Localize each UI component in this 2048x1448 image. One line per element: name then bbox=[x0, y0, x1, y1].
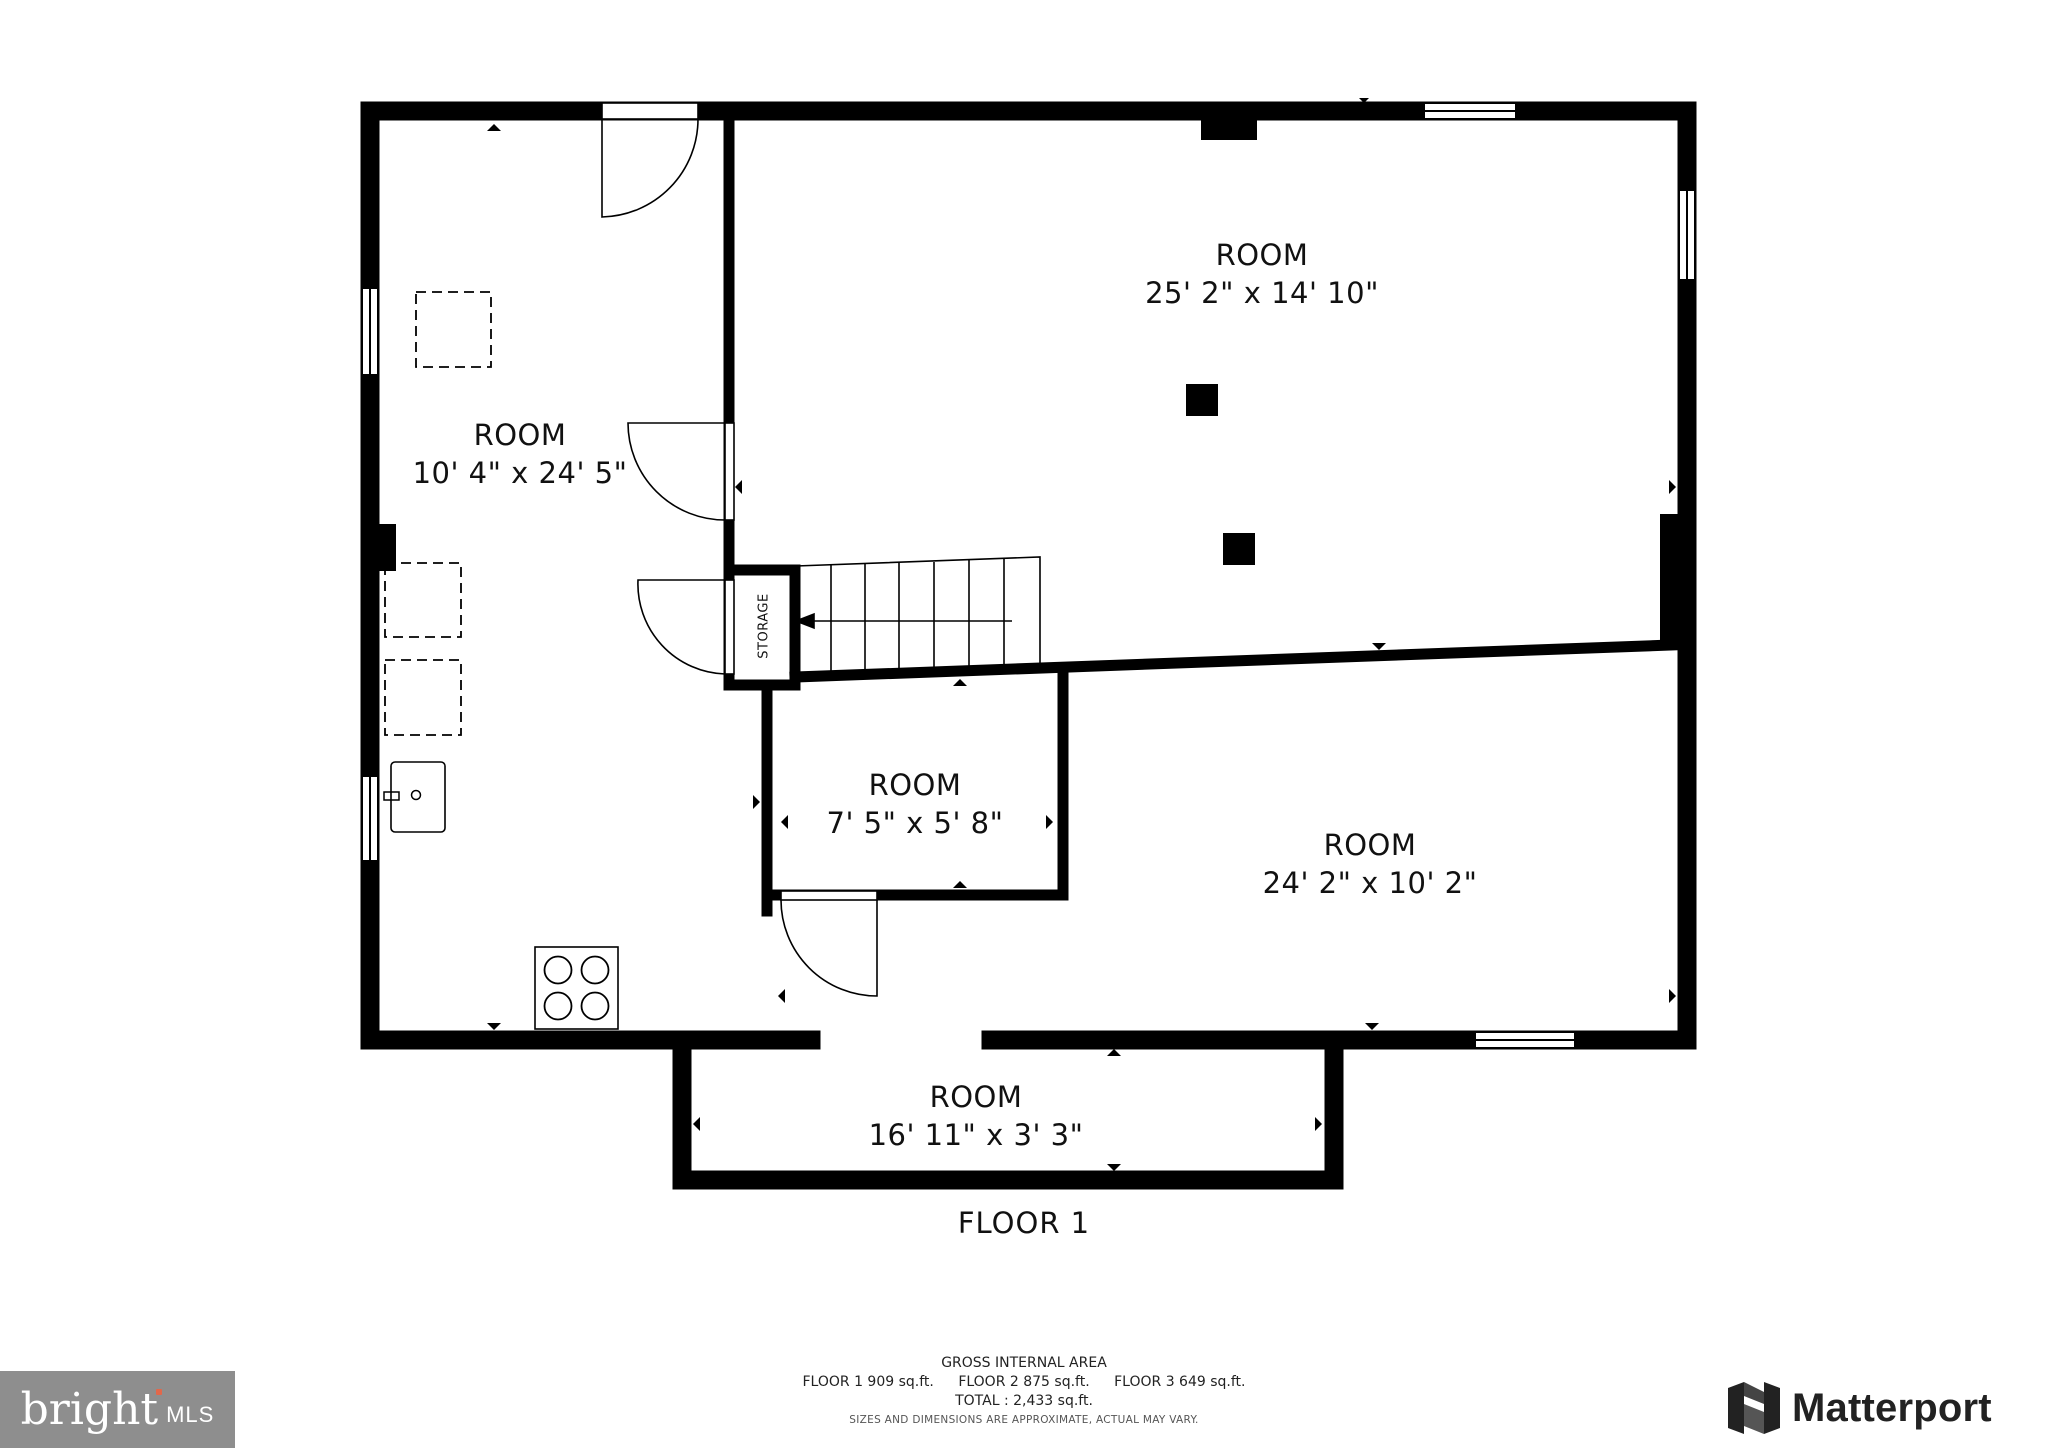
area-summary-floors: FLOOR 1 909 sq.ft. FLOOR 2 875 sq.ft. FL… bbox=[0, 1374, 2048, 1390]
room-name: ROOM bbox=[473, 418, 567, 452]
windows bbox=[361, 102, 1696, 1049]
floor-2-area: FLOOR 2 875 sq.ft. bbox=[958, 1374, 1090, 1390]
doors bbox=[601, 102, 878, 997]
staircase bbox=[793, 556, 1041, 674]
room-label: ROOM 7' 5" x 5' 8" bbox=[808, 766, 1022, 842]
column bbox=[1186, 384, 1218, 416]
wall-pier bbox=[1660, 514, 1678, 647]
room-name: ROOM bbox=[929, 1080, 1023, 1114]
room-label: ROOM 25' 2" x 14' 10" bbox=[1127, 236, 1397, 312]
room-dimensions: 25' 2" x 14' 10" bbox=[1145, 276, 1379, 310]
room-dimensions: 24' 2" x 10' 2" bbox=[1262, 866, 1478, 900]
room-name: ROOM bbox=[868, 768, 962, 802]
room-name: ROOM bbox=[1215, 238, 1309, 272]
room-name: ROOM bbox=[1323, 828, 1417, 862]
floor-3-area: FLOOR 3 649 sq.ft. bbox=[1114, 1374, 1246, 1390]
room-label: ROOM 24' 2" x 10' 2" bbox=[1230, 826, 1510, 902]
room-label: ROOM 10' 4" x 24' 5" bbox=[405, 416, 635, 492]
wall-pier bbox=[374, 524, 396, 571]
room-dimensions: 16' 11" x 3' 3" bbox=[868, 1118, 1084, 1152]
outer-walls bbox=[360, 101, 1697, 1190]
area-summary-title: GROSS INTERNAL AREA bbox=[941, 1355, 1107, 1371]
room-dimensions: 10' 4" x 24' 5" bbox=[412, 456, 628, 490]
floor-title: FLOOR 1 bbox=[957, 1206, 1091, 1240]
area-summary-total: TOTAL : 2,433 sq.ft. bbox=[955, 1393, 1093, 1409]
room-label: ROOM 16' 11" x 3' 3" bbox=[850, 1078, 1102, 1154]
logo-accent-icon bbox=[156, 1389, 162, 1395]
matterport-logo: Matterport bbox=[1728, 1380, 1992, 1436]
matterport-mark-icon bbox=[1728, 1382, 1780, 1434]
fixtures bbox=[383, 291, 619, 1030]
column bbox=[1223, 533, 1255, 565]
floor-1-area: FLOOR 1 909 sq.ft. bbox=[802, 1374, 934, 1390]
wall-pier bbox=[1201, 114, 1257, 140]
area-disclaimer: SIZES AND DIMENSIONS ARE APPROXIMATE, AC… bbox=[849, 1414, 1199, 1426]
room-dimensions: 7' 5" x 5' 8" bbox=[826, 806, 1004, 840]
bright-mls-logo: bright MLS bbox=[0, 1371, 235, 1448]
measurement-ticks bbox=[487, 98, 1676, 1171]
